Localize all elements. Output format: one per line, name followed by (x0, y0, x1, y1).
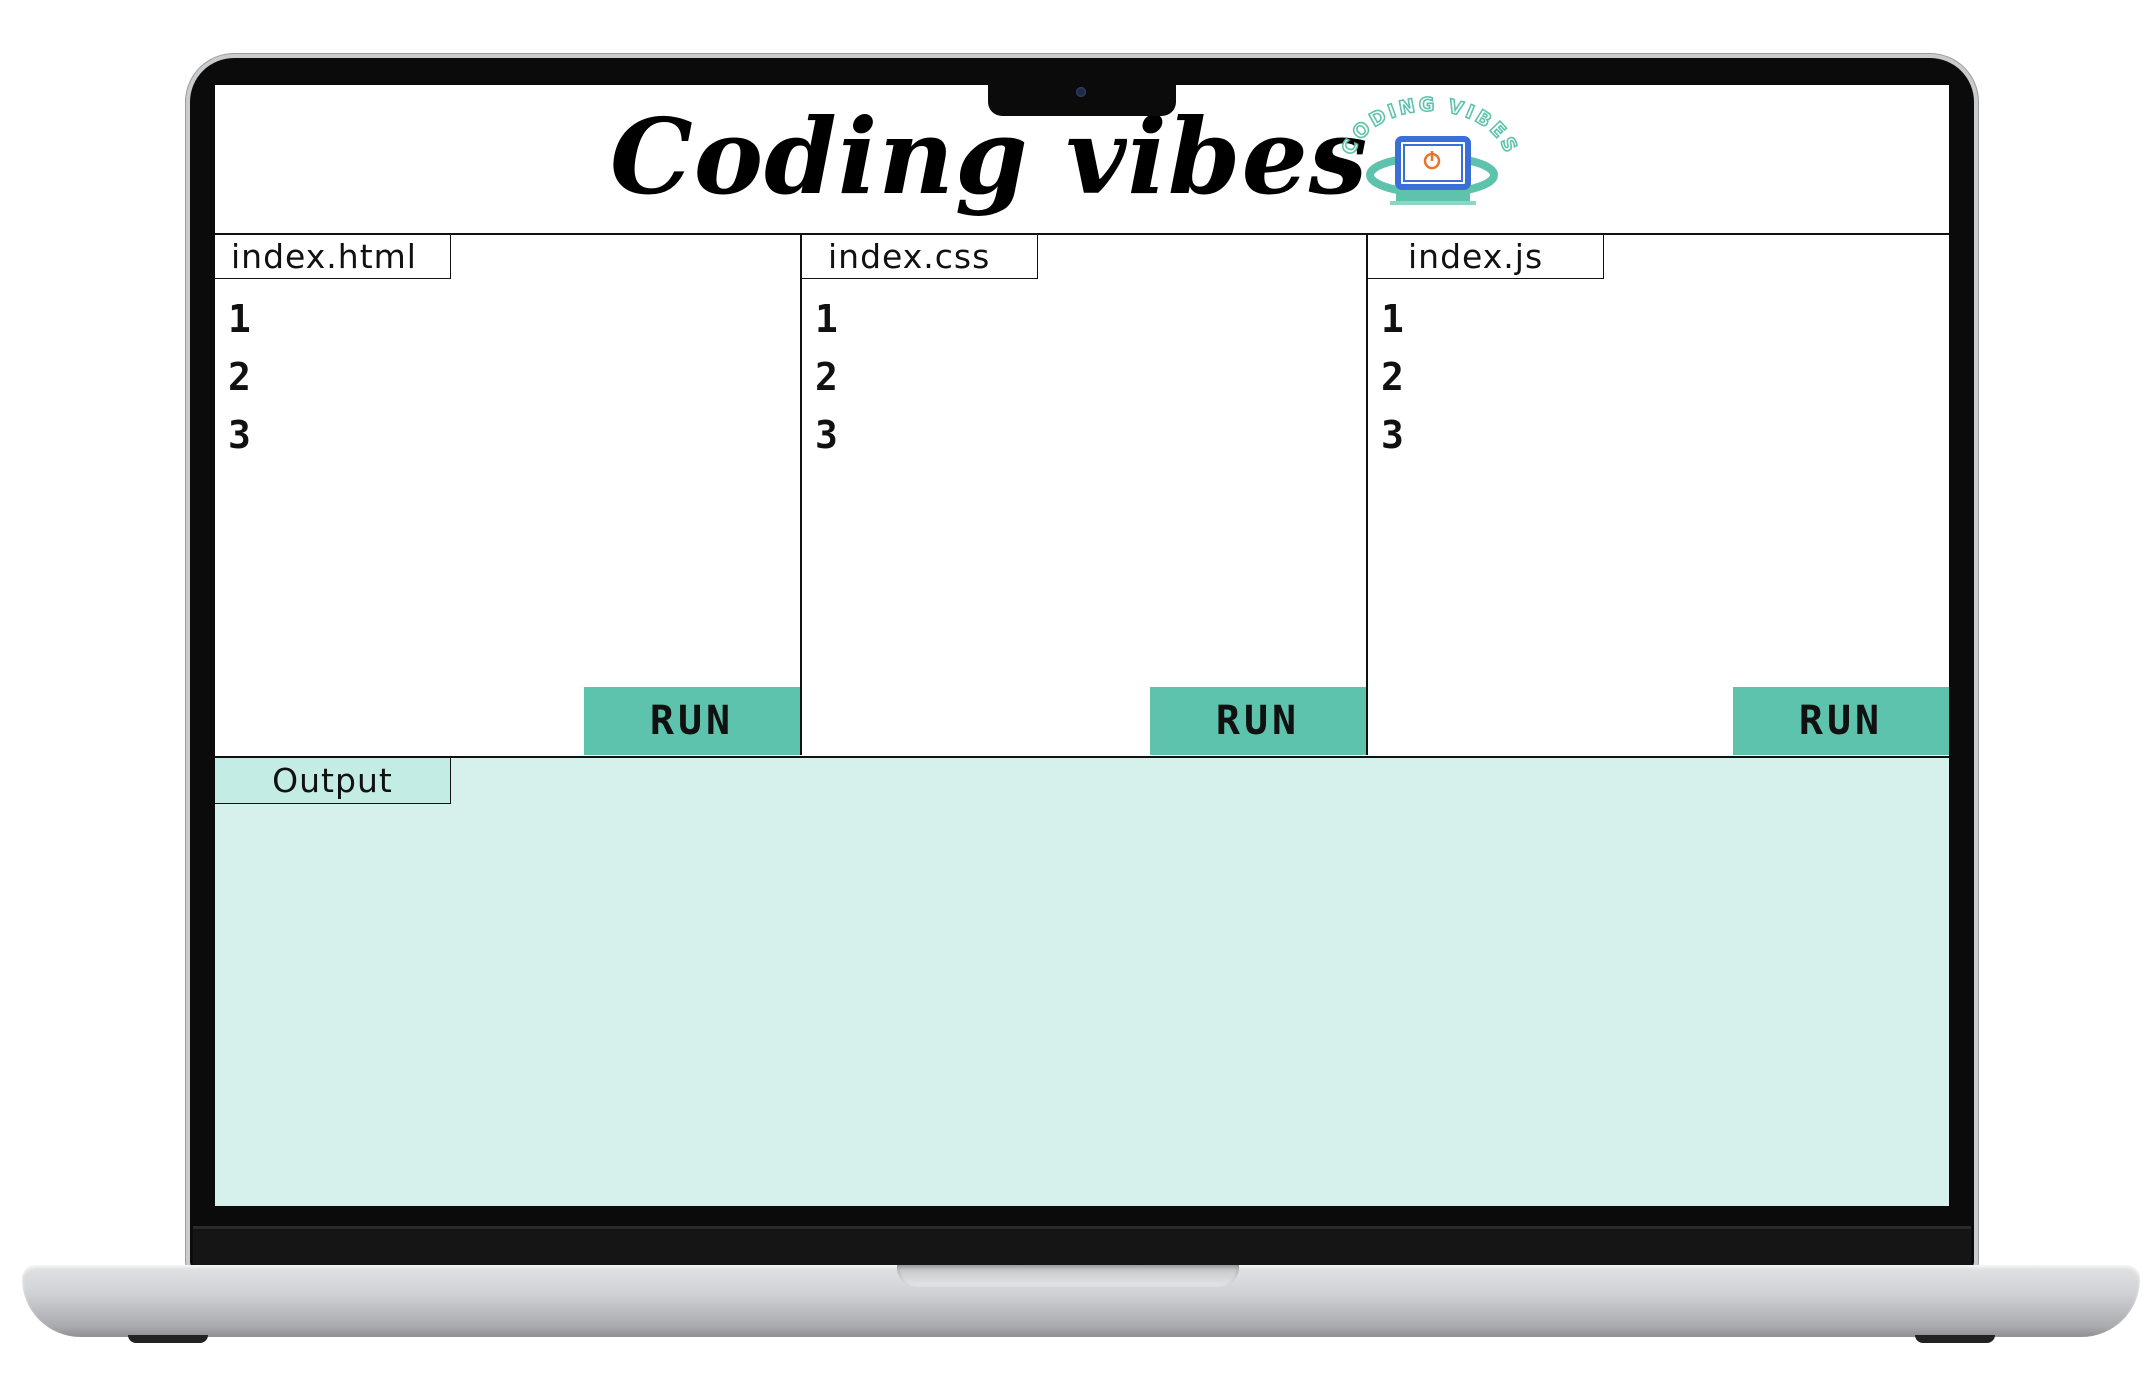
css-editor-panel[interactable]: index.css 1 2 3 RUN (802, 235, 1368, 755)
line-number: 3 (1381, 413, 1404, 457)
app-header: Coding vibes CODING VIBES (215, 85, 1949, 235)
camera-icon (1076, 87, 1086, 97)
tab-index-js[interactable]: index.js (1368, 235, 1604, 279)
tab-output[interactable]: Output (215, 758, 451, 804)
line-numbers: 1 2 3 (815, 290, 838, 464)
laptop-foot-left (128, 1335, 208, 1343)
tab-index-html[interactable]: index.html (215, 235, 451, 279)
screen-notch (988, 82, 1176, 116)
html-editor-panel[interactable]: index.html 1 2 3 RUN (215, 235, 802, 755)
line-number: 2 (815, 355, 838, 399)
line-number: 1 (815, 297, 838, 341)
run-css-button[interactable]: RUN (1150, 687, 1366, 755)
laptop-foot-right (1915, 1335, 1995, 1343)
line-number: 3 (815, 413, 838, 457)
app-screen: Coding vibes CODING VIBES i (215, 85, 1949, 1206)
tab-index-css[interactable]: index.css (802, 235, 1038, 279)
line-numbers: 1 2 3 (228, 290, 251, 464)
laptop-opening-notch (897, 1265, 1239, 1287)
laptop-logo-icon: CODING VIBES (1340, 95, 1520, 205)
line-number: 2 (1381, 355, 1404, 399)
run-js-button[interactable]: RUN (1733, 687, 1949, 755)
page-title: Coding vibes (610, 95, 1369, 218)
output-panel[interactable]: Output (215, 756, 1949, 1206)
line-number: 3 (228, 413, 251, 457)
laptop-bezel-chin (193, 1226, 1971, 1269)
line-number: 1 (1381, 297, 1404, 341)
run-html-button[interactable]: RUN (584, 687, 800, 755)
power-icon (1423, 151, 1441, 170)
js-editor-panel[interactable]: index.js 1 2 3 RUN (1368, 235, 1949, 755)
line-number: 2 (228, 355, 251, 399)
line-numbers: 1 2 3 (1381, 290, 1404, 464)
line-number: 1 (228, 297, 251, 341)
